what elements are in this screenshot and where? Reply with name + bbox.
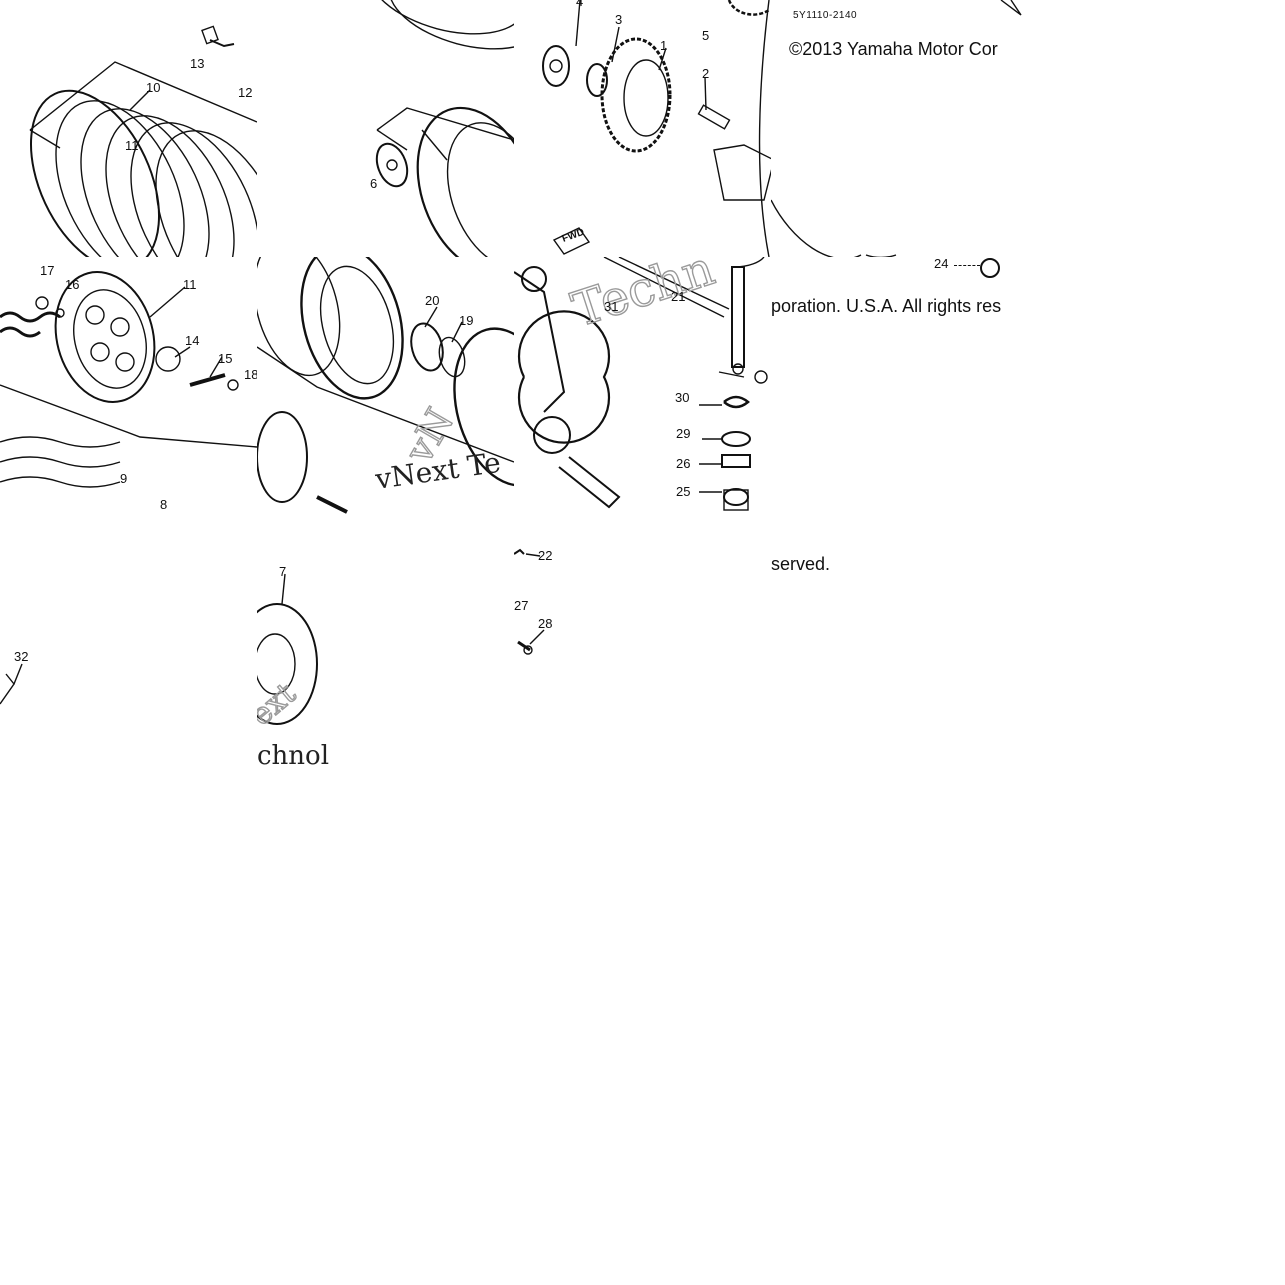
- callout-31: 31: [604, 299, 618, 314]
- callout-12: 12: [238, 85, 252, 100]
- diagram-tile-bolts: 22 27 28: [514, 514, 594, 664]
- callout-25: 25: [676, 484, 690, 499]
- copyright-line-2: poration. U.S.A. All rights res: [771, 296, 1002, 316]
- diagram-tile-primary-gear: FWD 4 3 1 2 5: [514, 0, 771, 257]
- callout-28: 28: [538, 616, 552, 631]
- part-24-nut: [980, 258, 1000, 278]
- diagram-tile-crankshaft: Techn 31 21 30 29 26 25: [514, 257, 771, 514]
- diagram-tile-friction-plates: vN vNext Te 20 19: [257, 257, 514, 514]
- friction-plates-drawing: vN vNext Te 20 19: [257, 257, 514, 514]
- callout-27: 27: [514, 598, 528, 613]
- callout-6: 6: [370, 176, 377, 191]
- callout-3: 3: [615, 12, 622, 27]
- diagram-tile-clutch-plates: 13 10 12 11: [0, 0, 257, 257]
- callout-8: 8: [160, 497, 167, 512]
- watermark-fragment-techn: Techn: [565, 257, 721, 338]
- callout-29: 29: [676, 426, 690, 441]
- watermark-line-2: chnol: [257, 741, 329, 771]
- callout-24: 24: [938, 256, 952, 257]
- callout-32: 32: [14, 649, 28, 664]
- callout-11-lower: 11: [183, 277, 197, 292]
- callout-15: 15: [218, 351, 232, 366]
- callout-26: 26: [676, 456, 690, 471]
- watermark-line-1: vNext Te: [372, 446, 502, 496]
- crankshaft-drawing: Techn 31 21 30 29 26 25: [514, 257, 768, 511]
- callout-7: 7: [279, 564, 286, 579]
- callout-19: 19: [459, 313, 473, 328]
- diagram-tile-clutch-boss: 6: [257, 0, 514, 257]
- copyright-line-1: ©2013 Yamaha Motor Cor: [789, 39, 998, 59]
- callout-14: 14: [185, 333, 199, 348]
- clutch-plates-drawing: 13 10 12 11: [29, 25, 257, 257]
- diagram-tile-fragment-7: 7 ext chnol: [257, 514, 337, 771]
- part-code: 5Y1110-2140: [793, 10, 858, 21]
- bolts-drawing: 22 27 28: [514, 548, 552, 655]
- pressure-plate-drawing: 17 16 11 14 15 18 9 8: [0, 263, 257, 512]
- callout-22: 22: [538, 548, 552, 563]
- diagram-tile-title-block: 24: [771, 0, 1028, 257]
- callout-10: 10: [146, 80, 160, 95]
- callout-4: 4: [576, 0, 583, 9]
- callout-21: 21: [671, 289, 685, 304]
- callout-24-label: 24: [934, 256, 949, 271]
- part-24-leader: [954, 265, 980, 266]
- callout-18: 18: [244, 367, 257, 382]
- callout-30: 30: [675, 390, 689, 405]
- callout-2: 2: [702, 66, 709, 81]
- clutch-boss-drawing: 6: [368, 0, 514, 257]
- fragment-7-drawing: 7 ext chnol: [257, 564, 329, 771]
- callout-13: 13: [190, 56, 204, 71]
- copyright-line-3: served.: [771, 554, 831, 574]
- primary-gear-drawing: FWD 4 3 1 2 5: [542, 0, 771, 257]
- callout-20: 20: [425, 293, 439, 308]
- callout-16: 16: [65, 277, 79, 292]
- callout-17: 17: [40, 263, 54, 278]
- diagram-tile-pressure-plate: 17 16 11 14 15 18 9 8: [0, 257, 257, 514]
- callout-11-upper: 11: [125, 138, 139, 153]
- title-block-drawing: 24: [771, 0, 1022, 257]
- callout-5: 5: [702, 28, 709, 43]
- callout-9: 9: [120, 471, 127, 486]
- fragment-32-drawing: 32: [0, 649, 28, 705]
- fwd-arrow-label: FWD: [561, 227, 586, 245]
- callout-1: 1: [660, 38, 667, 53]
- diagram-tile-fragment-32: 32: [0, 514, 257, 771]
